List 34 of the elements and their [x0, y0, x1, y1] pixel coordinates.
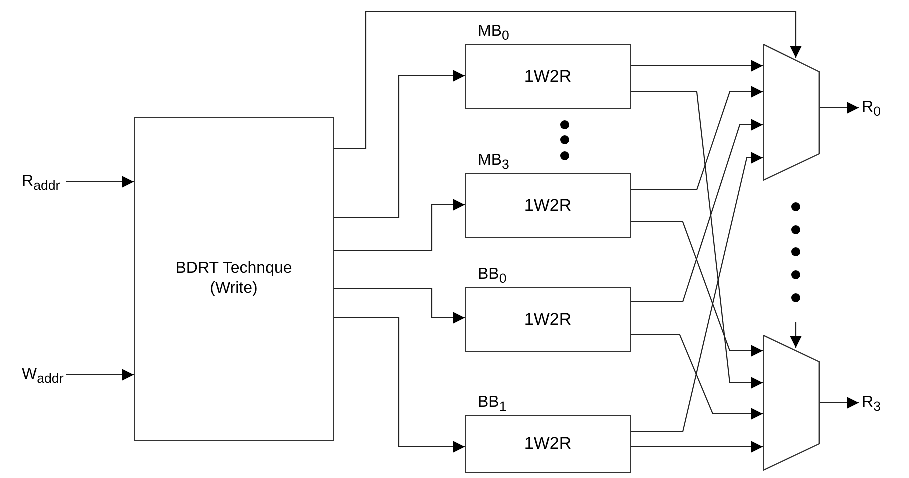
bank-label: BB$_{1}$: [478, 393, 507, 416]
arrow: [631, 152, 763, 433]
bank-label: BB$_{0}$: [478, 265, 507, 288]
signal-label: R$_{0}$: [862, 98, 881, 122]
multiplexer-shape: [763, 44, 820, 181]
arrow: [631, 334, 763, 420]
box-label: 1W2R: [524, 196, 572, 216]
arrow: [790, 322, 802, 348]
arrow: [334, 11, 802, 150]
arrow: [66, 176, 134, 188]
signal-label: R$_{addr}$: [22, 172, 60, 196]
arrow: [631, 91, 763, 389]
arrow: [631, 60, 763, 72]
arrow: [631, 86, 763, 191]
box-label: 1W2R: [524, 66, 572, 86]
box-label: 1W2R: [524, 310, 572, 330]
arrow: [631, 441, 763, 453]
bank-label: MB$_{0}$: [478, 22, 510, 46]
arrow: [66, 369, 134, 381]
arrow: [631, 119, 763, 303]
bank-label: MB$_{3}$: [478, 151, 510, 174]
arrow: [820, 102, 859, 114]
multiplexer-shape: [763, 335, 820, 471]
arrow: [334, 288, 465, 324]
box-label: BDRT Technque (Write): [174, 259, 294, 299]
process-box: [134, 117, 334, 441]
arrow: [631, 221, 763, 357]
signal-label: R$_{3}$: [862, 393, 881, 418]
arrow: [334, 70, 465, 219]
box-label: 1W2R: [524, 434, 572, 454]
signal-label: W$_{addr}$: [22, 365, 64, 390]
arrow: [820, 397, 859, 409]
arrow: [334, 199, 465, 252]
arrow: [334, 317, 465, 453]
